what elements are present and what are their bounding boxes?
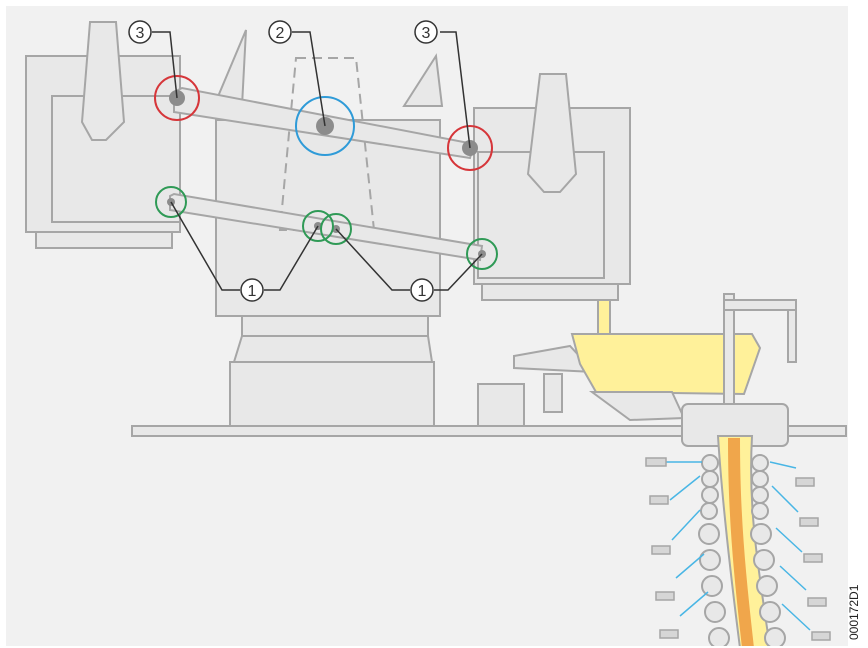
callout-1-right: 1 <box>410 278 434 302</box>
callout-1-label: 1 <box>248 283 257 300</box>
rollers-right <box>750 454 786 646</box>
turret-spike-right <box>402 53 444 107</box>
highlight-rings <box>154 75 498 270</box>
tundish-support <box>543 373 563 413</box>
right-ladle-foot <box>481 283 619 301</box>
caster-strand <box>645 403 831 646</box>
pivot-bearings <box>167 90 486 258</box>
callout-3-right: 3 <box>414 20 438 44</box>
callout-3-left: 3 <box>128 20 152 44</box>
callout-3-label: 3 <box>422 25 431 42</box>
spray-lines <box>666 461 811 631</box>
tundish-frame-top <box>723 299 797 311</box>
ring-1-b <box>302 210 334 242</box>
ring-3-right <box>447 125 493 171</box>
ladle-cup <box>477 383 525 427</box>
right-ladle-stopper <box>526 73 578 193</box>
callout-1-left: 1 <box>240 278 264 302</box>
ring-1-c <box>320 213 352 245</box>
tundish-area <box>477 293 797 441</box>
floor-line <box>131 425 847 437</box>
leader-lines <box>152 31 483 291</box>
callout-3-label: 3 <box>136 25 145 42</box>
rollers-left <box>698 454 730 646</box>
tundish-vessel <box>570 333 762 396</box>
turret-neck <box>241 315 429 337</box>
tundish-frame-side <box>787 309 797 363</box>
left-ladle-foot <box>35 231 173 249</box>
ladle-turret <box>25 21 631 429</box>
callout-2: 2 <box>268 20 292 44</box>
ring-2 <box>295 96 355 156</box>
ring-3-left <box>154 75 200 121</box>
figure-id-label: 000172D1 <box>847 584 861 640</box>
turret-flare <box>232 335 434 363</box>
callout-2-label: 2 <box>276 25 285 42</box>
nozzles <box>645 457 831 641</box>
turret-base <box>229 361 435 429</box>
ring-1-a <box>155 186 187 218</box>
left-ladle-stopper <box>80 21 126 141</box>
callout-markers: 3 2 3 1 1 <box>128 20 438 302</box>
callout-1-label: 1 <box>418 283 427 300</box>
ring-1-d <box>466 238 498 270</box>
strand-shell <box>728 438 754 646</box>
